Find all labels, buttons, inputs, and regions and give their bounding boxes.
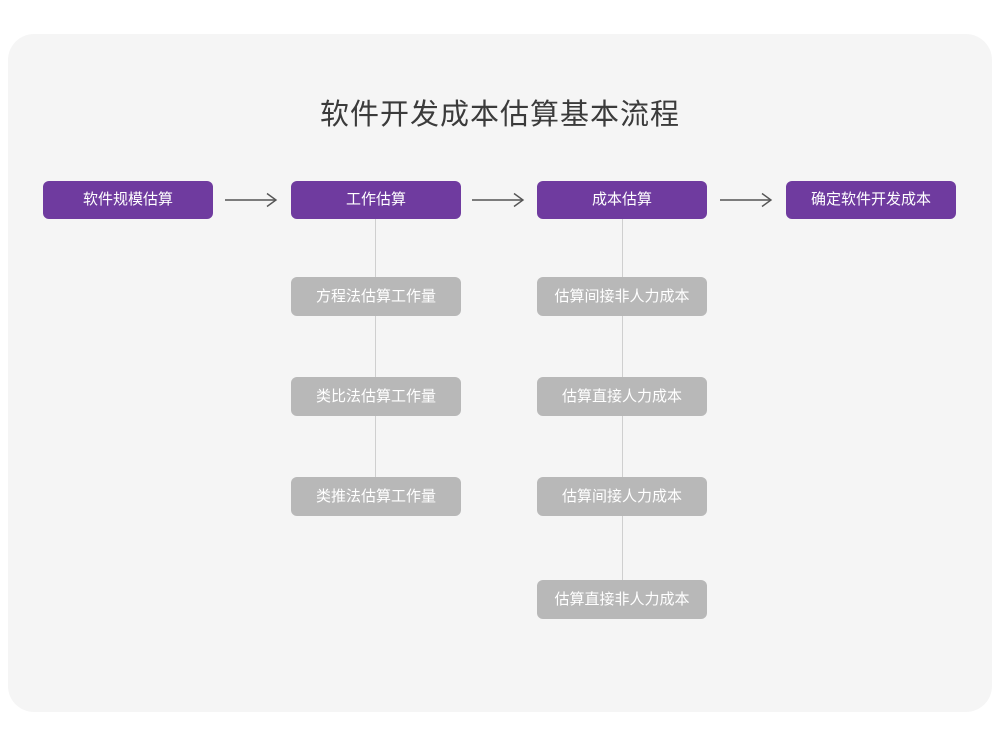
node-indirect-labor-cost[interactable]: 估算间接人力成本 xyxy=(537,477,707,516)
arrow-right-icon-2 xyxy=(472,192,528,208)
arrow-right-icon-3 xyxy=(720,192,776,208)
node-analogue-method-workload[interactable]: 类推法估算工作量 xyxy=(291,477,461,516)
arrow-right-icon-1 xyxy=(225,192,281,208)
node-equation-method-workload[interactable]: 方程法估算工作量 xyxy=(291,277,461,316)
diagram-title: 软件开发成本估算基本流程 xyxy=(319,99,680,131)
node-software-scale-estimation[interactable]: 软件规模估算 xyxy=(43,181,213,219)
node-indirect-non-labor-cost[interactable]: 估算间接非人力成本 xyxy=(537,277,707,316)
node-work-estimation[interactable]: 工作估算 xyxy=(291,181,461,219)
node-analogy-method-workload[interactable]: 类比法估算工作量 xyxy=(291,377,461,416)
diagram-card xyxy=(8,34,992,712)
node-direct-non-labor-cost[interactable]: 估算直接非人力成本 xyxy=(537,580,707,619)
node-cost-estimation[interactable]: 成本估算 xyxy=(537,181,707,219)
connector-line-work-branch xyxy=(375,219,376,489)
node-direct-labor-cost[interactable]: 估算直接人力成本 xyxy=(537,377,707,416)
node-determine-development-cost[interactable]: 确定软件开发成本 xyxy=(786,181,956,219)
